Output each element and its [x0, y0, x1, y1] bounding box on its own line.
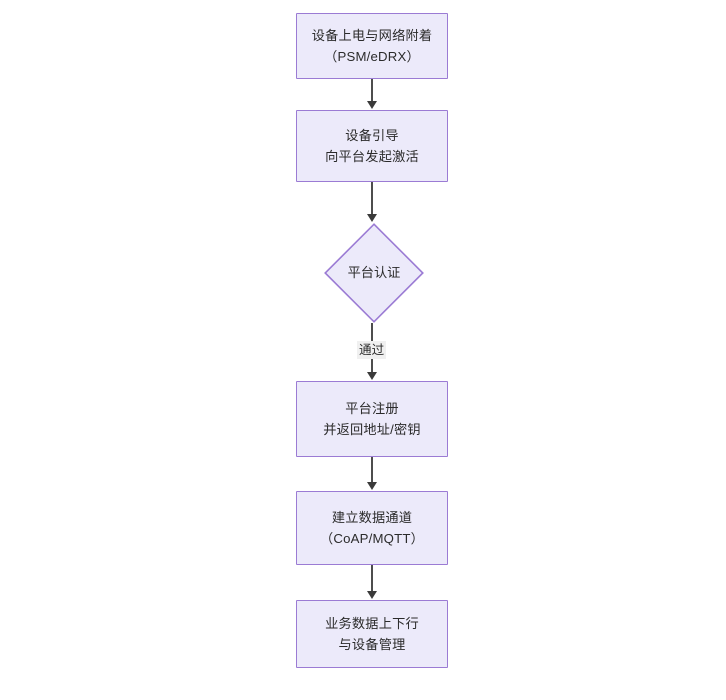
node-establish-data-channel[interactable]: 建立数据通道 （CoAP/MQTT） [296, 491, 448, 565]
node-label: 设备引导 向平台发起激活 [325, 128, 419, 164]
edge-n3-n4-arrowhead [367, 372, 377, 380]
node-label: 设备上电与网络附着 （PSM/eDRX） [311, 28, 433, 64]
edge-n5-n6-arrowhead [367, 591, 377, 599]
node-label: 平台认证 [347, 265, 401, 280]
edge-n1-n2-arrowhead [367, 101, 377, 109]
node-device-power-on[interactable]: 设备上电与网络附着 （PSM/eDRX） [296, 13, 448, 79]
node-platform-authentication[interactable]: 平台认证 [324, 223, 424, 323]
edge-n4-n5-arrowhead [367, 482, 377, 490]
node-platform-registration[interactable]: 平台注册 并返回地址/密钥 [296, 381, 448, 457]
node-business-data-and-device-management[interactable]: 业务数据上下行 与设备管理 [296, 600, 448, 668]
node-label: 业务数据上下行 与设备管理 [325, 616, 419, 652]
edge-n5-n6-line [371, 565, 373, 592]
node-label: 平台注册 并返回地址/密钥 [323, 401, 421, 437]
edge-n4-n5-line [371, 457, 373, 483]
edge-n2-n3-arrowhead [367, 214, 377, 222]
edge-n2-n3-line [371, 182, 373, 215]
node-device-bootstrap[interactable]: 设备引导 向平台发起激活 [296, 110, 448, 182]
edge-label-pass: 通过 [357, 341, 387, 359]
diamond-shape [324, 223, 424, 323]
edge-n1-n2-line [371, 79, 373, 102]
node-label: 建立数据通道 （CoAP/MQTT） [319, 510, 425, 546]
